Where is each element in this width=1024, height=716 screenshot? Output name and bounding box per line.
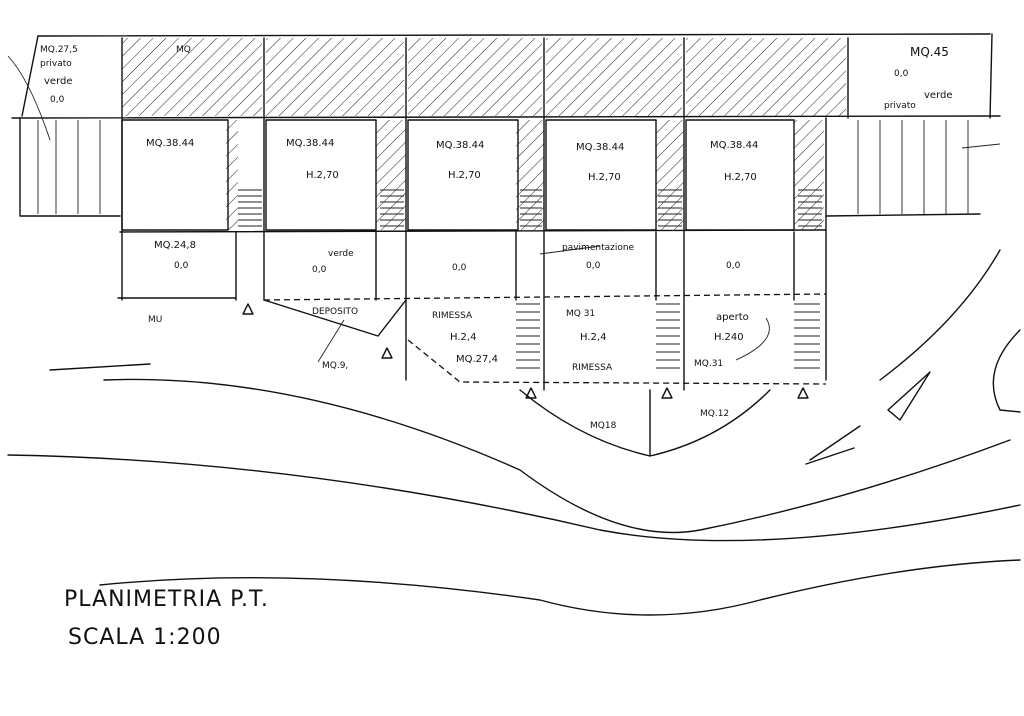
aperto-area: MQ.31 — [694, 359, 723, 369]
mu-label: MU — [148, 315, 162, 325]
cell2-height: 0,0 — [312, 265, 327, 275]
right-garden-label: privato — [884, 101, 916, 111]
right-garden-height: 0,0 — [894, 69, 909, 79]
unit-3 — [407, 119, 519, 231]
aperto-height: H.240 — [714, 332, 744, 343]
stairs-lower-1 — [516, 303, 540, 369]
stairs-3 — [520, 189, 542, 227]
cell5-height: 0,0 — [726, 261, 741, 271]
stairs-5 — [798, 189, 822, 227]
front-area-1: MQ18 — [590, 421, 617, 431]
left-garden-sub: verde — [44, 76, 73, 87]
unit-3-area: MQ.38.44 — [436, 140, 484, 151]
deposito-area: MQ.9, — [322, 361, 348, 371]
left-garden-area: MQ.27,5 — [40, 45, 78, 55]
unit-5-area: MQ.38.44 — [710, 140, 758, 151]
cell4-note: pavimentazione — [562, 243, 635, 253]
left-garden-height: 0,0 — [50, 95, 65, 105]
unit-1 — [121, 119, 229, 231]
rimessa2-area: MQ 31 — [566, 309, 595, 319]
hatched-area-4 — [546, 38, 682, 116]
hatched-label: MQ — [176, 45, 191, 55]
drawing-scale: SCALA 1:200 — [68, 625, 222, 650]
top-boundary — [37, 33, 991, 37]
hatched-area-1 — [122, 38, 262, 116]
unit-2-area: MQ.38.44 — [286, 138, 334, 149]
cell4-height: 0,0 — [586, 261, 601, 271]
stairs-4 — [658, 189, 682, 227]
unit-3-height: H.2,70 — [448, 170, 481, 181]
cell1-height: 0,0 — [174, 261, 189, 271]
cell2-note: verde — [328, 249, 354, 259]
unit-5-height: H.2,70 — [724, 172, 757, 183]
rimessa2-label: RIMESSA — [572, 363, 613, 373]
road-line-upper — [49, 363, 1011, 534]
rimessa1-height: H.2,4 — [450, 332, 476, 343]
left-garden-label: privato — [40, 59, 72, 69]
front-area-2: MQ.12 — [700, 409, 729, 419]
right-garden-sub: verde — [924, 90, 953, 101]
unit-1-area: MQ.38.44 — [146, 138, 194, 149]
stairs-lower-3 — [794, 303, 820, 369]
rimessa1-area: MQ.27,4 — [456, 354, 498, 365]
hatched-area-2 — [266, 38, 404, 116]
right-garden-area: MQ.45 — [910, 45, 949, 59]
road-line-lower — [7, 454, 1021, 542]
rimessa2-height: H.2,4 — [580, 332, 606, 343]
stairs-1 — [238, 189, 262, 227]
cell1-area: MQ.24,8 — [154, 240, 196, 251]
hatched-area-5 — [686, 38, 846, 116]
drawing-title: PLANIMETRIA P.T. — [64, 587, 269, 612]
cell3-height: 0,0 — [452, 263, 467, 273]
stairs-2 — [380, 189, 404, 227]
aperto-label: aperto — [716, 312, 749, 323]
deposito-label: DEPOSITO — [312, 307, 358, 317]
hatched-area-3 — [408, 38, 542, 116]
stairs-lower-2 — [656, 303, 680, 369]
unit-2-height: H.2,70 — [306, 170, 339, 181]
front-yard-outline — [519, 389, 771, 457]
unit-4-area: MQ.38.44 — [576, 142, 624, 153]
rimessa1-label: RIMESSA — [432, 311, 473, 321]
left-boundary — [21, 35, 39, 117]
unit-2 — [265, 119, 377, 231]
unit-4-height: H.2,70 — [588, 172, 621, 183]
